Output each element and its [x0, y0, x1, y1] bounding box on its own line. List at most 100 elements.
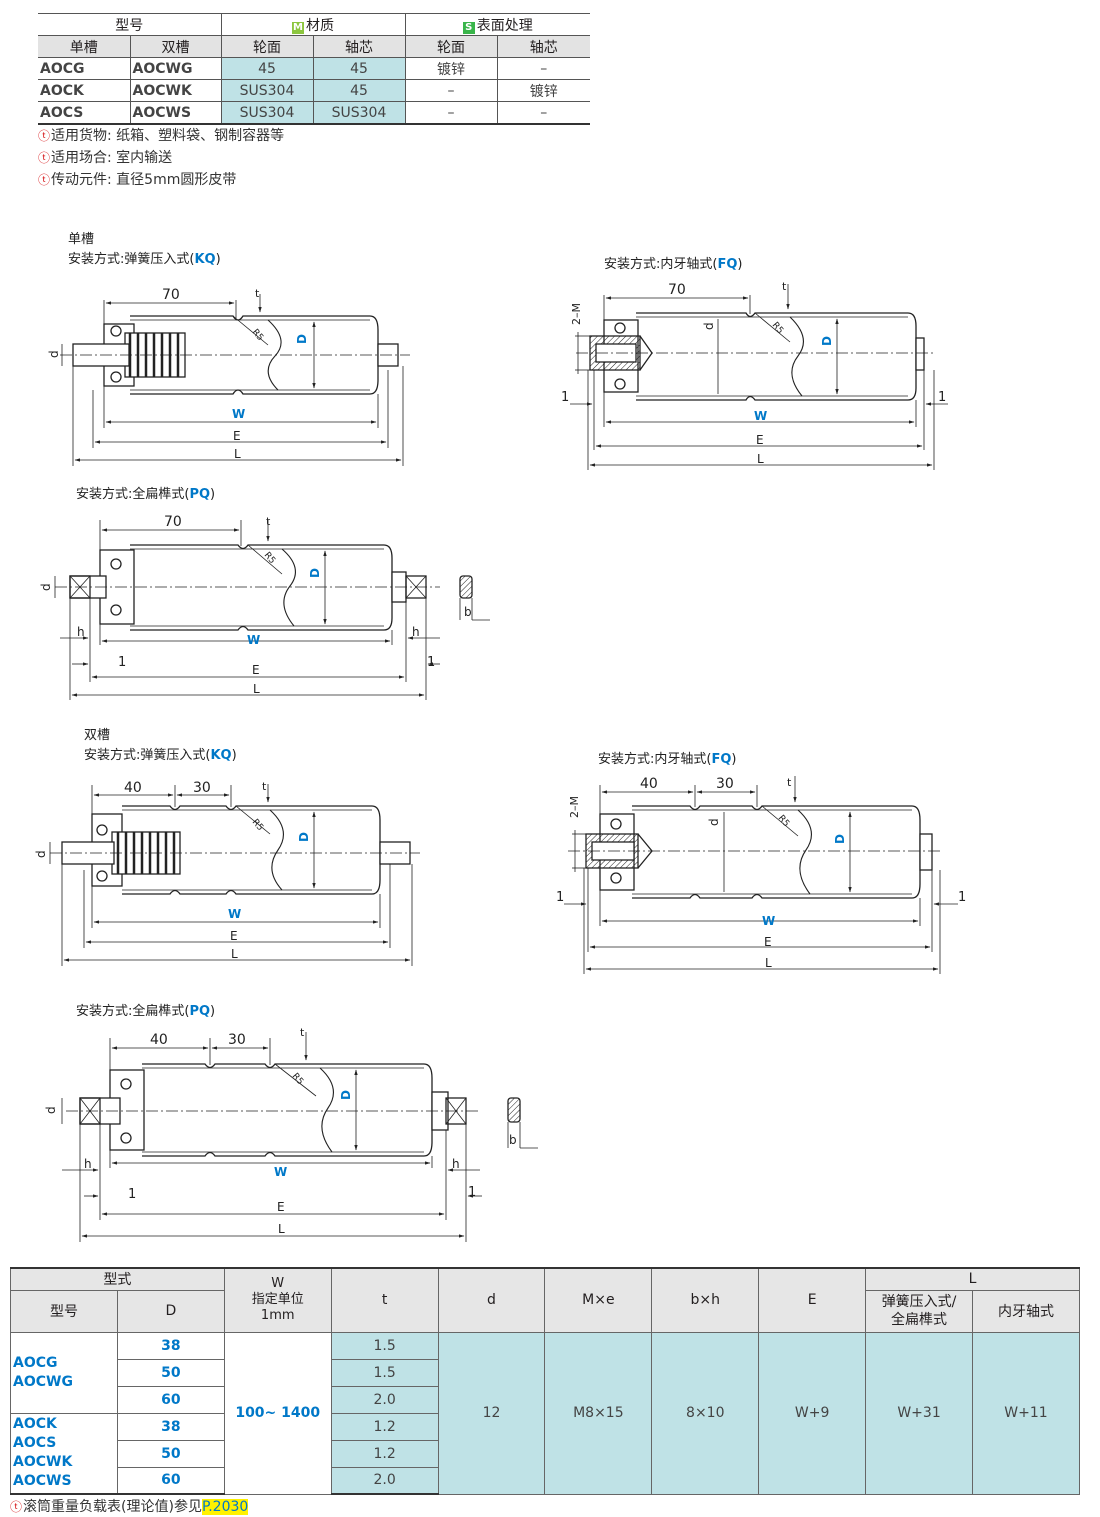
header-W-line1: W	[271, 1276, 285, 1292]
dim-r5: R5	[262, 551, 277, 567]
wheel-material: SUS304	[220, 79, 314, 102]
surface-tag: S	[462, 21, 475, 34]
dim-h: h	[412, 625, 420, 639]
dim-d: d	[707, 818, 721, 826]
page-reference-link[interactable]: P.2030	[201, 1499, 249, 1515]
header-t: t	[330, 1267, 439, 1333]
note-text: 适用货物: 纸箱、塑料袋、钢制容器等	[51, 128, 285, 144]
t-value: 1.5	[330, 1358, 439, 1387]
dim-L: L	[231, 947, 238, 961]
dim-d: d	[47, 350, 61, 358]
material-tag: M	[292, 21, 304, 34]
caption-code: FQ	[711, 752, 732, 767]
dim-1: 1	[128, 1187, 136, 1202]
dim-L: L	[253, 682, 260, 696]
dim-1: 1	[556, 890, 564, 905]
labels-double-pq: 40 30 t R5 D d W h h 1 1 E L b	[44, 1026, 517, 1236]
caption-suffix: )	[215, 252, 221, 267]
shaft-surface: –	[496, 101, 590, 125]
footnote-text: 滚筒重量负载表(理论值)参见	[23, 1499, 202, 1515]
dim-D: D	[308, 568, 322, 578]
dim-E: E	[764, 935, 772, 949]
t-value: 1.2	[330, 1439, 439, 1468]
info-icon: ⓣ	[10, 1500, 23, 1514]
bh-value: 8×10	[651, 1331, 760, 1495]
labels-single-pq: 70 t R5 D d W h h 1 1 E L b	[39, 514, 472, 696]
header-W-line3: 1mm	[260, 1308, 295, 1324]
dim-40: 40	[640, 776, 658, 792]
caption-code: KQ	[210, 748, 232, 763]
dim-t: t	[262, 780, 267, 793]
dim-D: D	[820, 336, 834, 346]
dim-r5: R5	[290, 1072, 305, 1088]
dim-E: E	[277, 1200, 285, 1214]
dim-D: D	[833, 834, 847, 844]
caption-kq-single: 安装方式:弹簧压入式(KQ)	[68, 248, 221, 267]
dim-r5: R5	[776, 814, 791, 830]
subheader-wheel-surface: 轮面	[404, 35, 498, 58]
header-d: d	[437, 1267, 546, 1333]
model-double: AOCWK	[129, 79, 222, 102]
t-value: 2.0	[330, 1385, 439, 1414]
dim-t: t	[300, 1026, 305, 1039]
caption-pq-double: 安装方式:全扁榫式(PQ)	[76, 1000, 215, 1019]
d-value: 60	[116, 1466, 225, 1495]
note-text: 适用场合: 室内输送	[51, 150, 173, 166]
dim-1: 1	[561, 390, 569, 405]
dim-2M: 2–M	[568, 796, 581, 818]
subheader-shaft-surface: 轴芯	[496, 35, 590, 58]
model-name: AOCWS	[13, 1473, 72, 1490]
note-place: ⓣ适用场合: 室内输送	[38, 147, 172, 167]
drawing-single-kq	[60, 294, 410, 466]
dim-W: W	[274, 1165, 287, 1179]
dim-d: d	[34, 850, 48, 858]
spec-table: 型式 W 指定单位 1mm t d M×e b×h E L 型号 D 弹簧压入式…	[10, 1267, 1080, 1495]
table-row: 60 2.0	[11, 1385, 1080, 1414]
info-icon: ⓣ	[38, 129, 51, 143]
technical-drawings: 70 t R5 D d W E L	[34, 280, 966, 1242]
table-row: AOCK AOCS AOCWK AOCWS 38 1.2	[10, 1412, 1080, 1495]
section-double: 双槽	[84, 728, 111, 743]
dim-t: t	[782, 280, 787, 293]
note-cargo: ⓣ适用货物: 纸箱、塑料袋、钢制容器等	[38, 125, 284, 145]
model-name: AOCWG	[13, 1373, 73, 1390]
dim-1: 1	[427, 655, 435, 670]
dim-d: d	[44, 1106, 58, 1114]
t-value: 2.0	[330, 1466, 439, 1495]
header-L-kq-line1: 弹簧压入式/	[881, 1294, 957, 1310]
model-name: AOCK	[13, 1416, 57, 1433]
dim-L: L	[757, 452, 764, 466]
caption-prefix: 安装方式:弹簧压入式(	[84, 748, 211, 763]
header-surface-label: 表面处理	[476, 17, 533, 34]
dim-h: h	[452, 1157, 460, 1171]
dim-1: 1	[938, 390, 946, 405]
subheader-single: 单槽	[38, 35, 131, 58]
l-fq-value: W+11	[972, 1331, 1080, 1495]
caption-code: PQ	[189, 1004, 211, 1019]
model-group-1: AOCG AOCWG	[10, 1331, 118, 1414]
t-value: 1.5	[330, 1331, 439, 1360]
dim-r5: R5	[770, 321, 785, 337]
shaft-surface: –	[496, 57, 590, 80]
dim-W: W	[247, 633, 260, 647]
note-drive: ⓣ传动元件: 直径5mm圆形皮带	[38, 169, 236, 189]
dim-W: W	[232, 407, 245, 421]
wheel-surface: 镀锌	[404, 57, 498, 80]
caption-kq-double: 安装方式:弹簧压入式(KQ)	[84, 744, 237, 763]
dim-t: t	[255, 287, 260, 300]
caption-prefix: 安装方式:全扁榫式(	[76, 487, 190, 502]
caption-code: KQ	[194, 252, 216, 267]
d-value: 50	[116, 1439, 225, 1468]
shaft-d-value: 12	[437, 1331, 546, 1495]
dim-40: 40	[150, 1032, 168, 1048]
caption-code: PQ	[189, 487, 211, 502]
dim-E: E	[756, 433, 764, 447]
subheader-wheel: 轮面	[220, 35, 314, 58]
dim-h: h	[77, 625, 85, 639]
caption-prefix: 安装方式:弹簧压入式(	[68, 252, 195, 267]
caption-suffix: )	[731, 752, 737, 767]
dim-2M: 2–M	[570, 303, 583, 325]
